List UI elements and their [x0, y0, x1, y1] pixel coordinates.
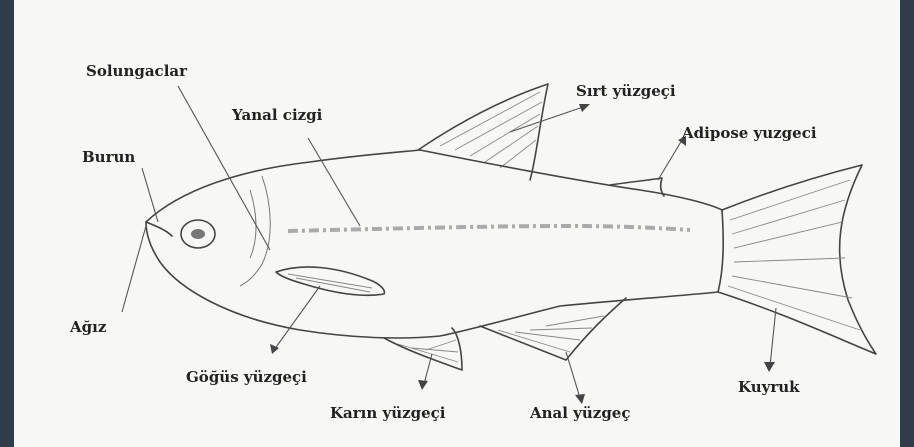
yanal-cizgi-leader — [308, 138, 360, 226]
mouth — [146, 222, 172, 236]
burun-leader — [142, 168, 158, 222]
fish-body — [146, 150, 723, 338]
label-gogus-yuzgeci: Göğüs yüzgeçi — [186, 368, 307, 386]
lateral-line — [288, 226, 690, 231]
label-solungaclar: Solungaclar — [86, 62, 188, 80]
label-yanal-cizgi: Yanal cizgi — [231, 106, 323, 124]
kuyruk-leader — [770, 308, 776, 366]
label-kuyruk: Kuyruk — [738, 378, 800, 396]
eye-pupil — [191, 229, 205, 239]
label-anal-yuzgec: Anal yüzgeç — [529, 404, 631, 422]
adipose-leader — [658, 140, 682, 180]
karin-leader — [424, 354, 432, 384]
gill-cover — [240, 176, 270, 286]
anal-leader — [566, 352, 580, 398]
label-adipose-yuzgeci: Adipose yuzgeci — [681, 124, 817, 142]
label-burun: Burun — [82, 148, 135, 166]
label-agiz: Ağız — [69, 318, 107, 336]
sirt-leader — [510, 106, 586, 132]
label-sirt-yuzgeci: Sırt yüzgeçi — [576, 82, 676, 100]
gogus-leader — [274, 286, 320, 350]
agiz-leader — [122, 226, 146, 312]
label-karin-yuzgeci: Karın yüzgeçi — [330, 404, 446, 422]
